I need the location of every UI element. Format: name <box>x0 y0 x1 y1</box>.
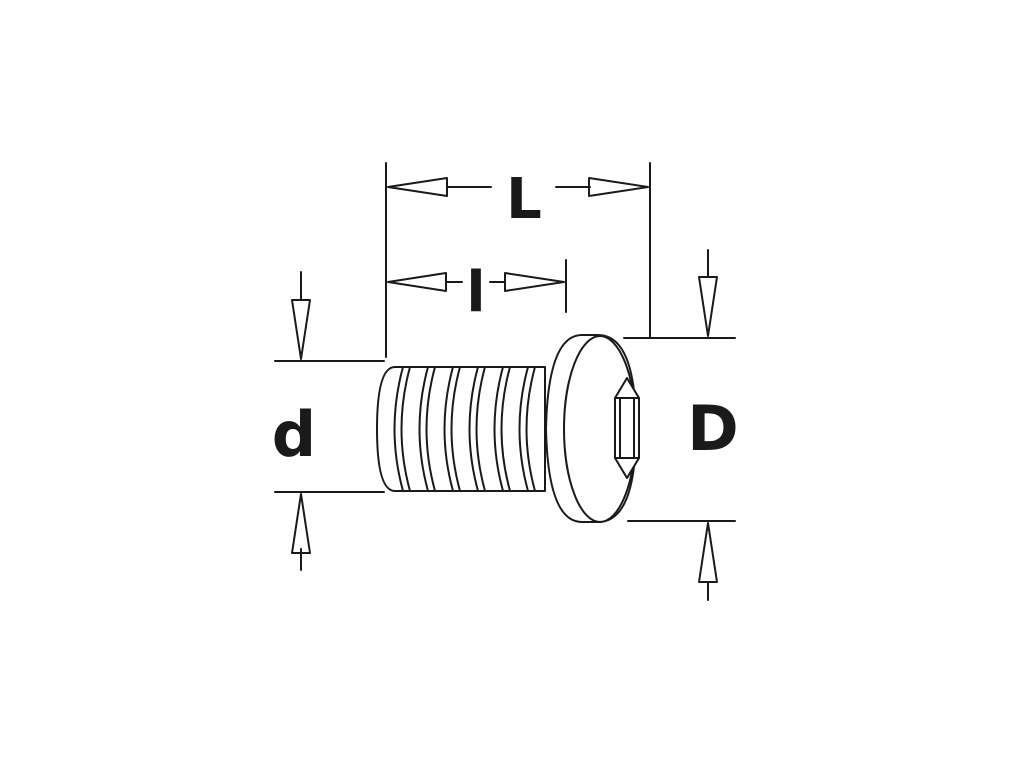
thread-ridge <box>400 366 411 492</box>
thread-ridge <box>443 366 454 492</box>
label-thread-diameter: d <box>272 398 316 471</box>
arrow-left-icon <box>387 177 448 197</box>
arrow-right-icon <box>588 177 649 197</box>
thread-ridge <box>425 366 436 492</box>
thread-ridge <box>450 366 461 492</box>
arrow-up-icon <box>291 493 311 554</box>
torx-drive-icon <box>614 377 640 479</box>
dimension-D <box>698 249 718 601</box>
thread-ridge <box>393 366 404 492</box>
screw-head <box>545 334 640 523</box>
arrow-up-icon <box>698 522 718 583</box>
dimension-l <box>387 272 565 292</box>
thread-ridge <box>493 366 504 492</box>
label-thread-length: l <box>466 260 485 325</box>
thread-ridge <box>500 366 511 492</box>
thread-ridge <box>418 366 429 492</box>
label-head-diameter: D <box>687 392 738 465</box>
thread-ridge <box>518 366 529 492</box>
dimension-L <box>387 177 649 197</box>
dimension-d <box>291 271 311 571</box>
arrow-down-icon <box>291 299 311 360</box>
arrow-down-icon <box>698 276 718 337</box>
thread-ridge <box>475 366 486 492</box>
screw-shank <box>376 366 546 492</box>
thread-ridge <box>468 366 479 492</box>
thread-ridge <box>525 366 536 492</box>
label-total-length: L <box>506 167 542 232</box>
arrow-left-icon <box>387 272 447 292</box>
arrow-right-icon <box>504 272 565 292</box>
